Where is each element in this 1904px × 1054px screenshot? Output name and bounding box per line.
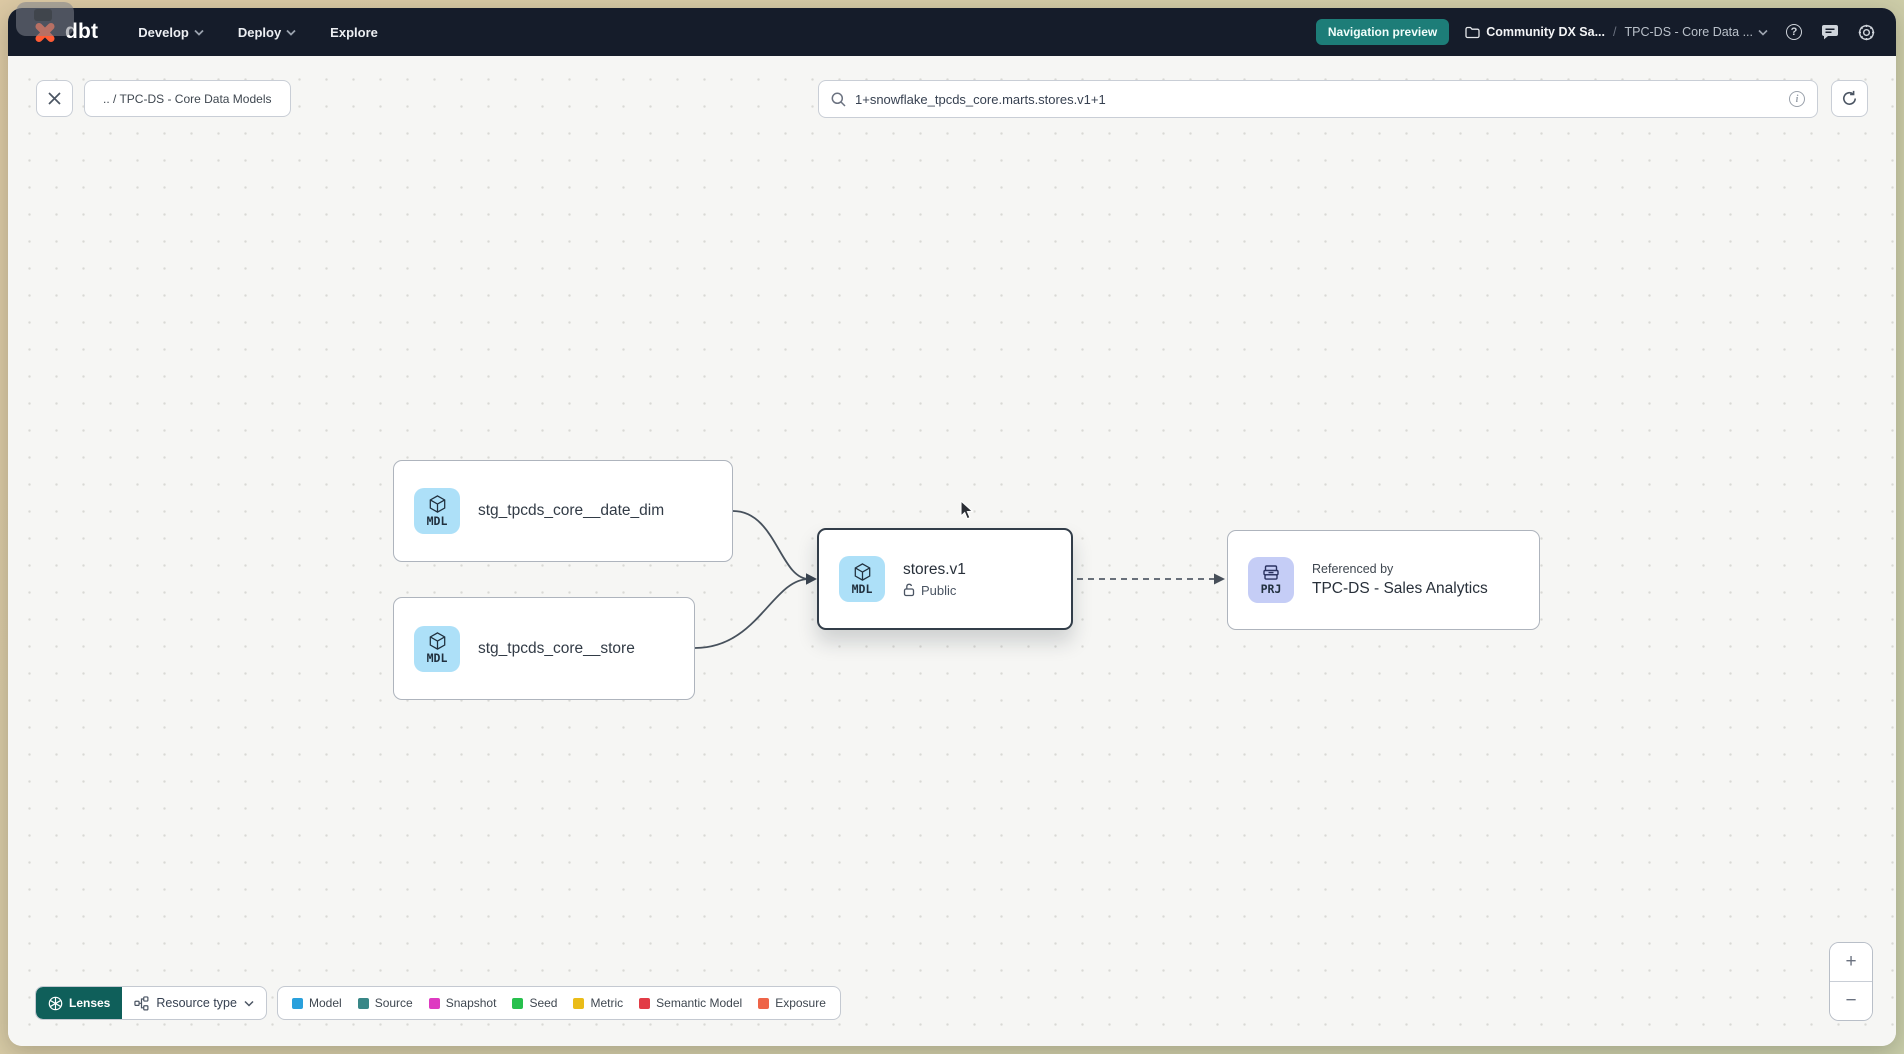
search-icon [831,92,846,107]
legend-metric: Metric [573,996,623,1010]
breadcrumb: Community DX Sa... / TPC-DS - Core Data … [1465,25,1768,39]
zoom-in-button[interactable]: + [1830,943,1872,981]
resource-graph-icon [134,995,149,1010]
settings-gear-icon[interactable] [1856,22,1876,42]
view-controls: Lenses Resource type [35,986,267,1020]
model-badge: MDL [414,625,460,672]
breadcrumb-separator: / [1613,25,1617,39]
node-caption: Referenced by [1312,562,1394,576]
lineage-edges [694,510,1225,649]
lock-open-icon [903,583,915,597]
project-badge: PRJ [1248,557,1294,603]
node-access: Public [903,583,966,598]
legend-exposure: Exposure [758,996,826,1010]
refresh-button[interactable] [1831,80,1868,117]
cube-icon [429,632,445,650]
info-icon[interactable]: i [1789,91,1805,107]
node-stg-tpcds-core-store[interactable]: MDL stg_tpcds_core__store [393,597,695,700]
chevron-down-icon [194,29,204,36]
screen-capture-overlay-artifact [16,2,74,36]
menu-explore[interactable]: Explore [330,24,378,40]
node-label: stores.v1 [903,560,966,578]
search-input[interactable] [855,91,1780,107]
model-badge: MDL [839,556,885,602]
zoom-controls: + − [1829,942,1873,1021]
lens-icon [48,996,63,1010]
model-badge: MDL [414,488,460,534]
legend-snapshot: Snapshot [428,996,496,1010]
legend-semantic-model: Semantic Model [639,996,742,1010]
node-label: stg_tpcds_core__date_dim [478,502,665,519]
cube-icon [854,562,870,581]
refresh-icon [1843,90,1856,105]
chevron-down-icon [1758,29,1768,36]
close-button[interactable] [36,80,73,117]
node-referenced-by-sales-analytics[interactable]: PRJ Referenced by TPC-DS - Sales Analyti… [1227,530,1540,630]
menu-develop[interactable]: Develop [138,25,204,40]
archive-stack-icon [1263,565,1279,580]
legend-seed: Seed [512,996,557,1010]
parent-path-chip[interactable]: .. / TPC-DS - Core Data Models [84,80,291,117]
resource-type-dropdown[interactable]: Resource type [122,987,266,1019]
close-icon [48,92,61,105]
cube-icon [429,494,445,513]
breadcrumb-project[interactable]: Community DX Sa... [1465,25,1605,39]
help-icon[interactable]: ? [1784,22,1804,42]
breadcrumb-page[interactable]: TPC-DS - Core Data ... [1625,25,1769,39]
node-stores-v1[interactable]: MDL stores.v1 Public [817,528,1073,630]
lenses-button[interactable]: Lenses [36,987,123,1019]
folder-icon [1465,26,1480,38]
legend-source: Source [357,996,413,1010]
legend-model: Model [292,996,342,1010]
node-stg-tpcds-core-date-dim[interactable]: MDL stg_tpcds_core__date_dim [393,460,733,562]
menu-deploy[interactable]: Deploy [238,25,296,40]
node-label: stg_tpcds_core__store [478,639,635,657]
navbar-right: Navigation preview Community DX Sa... / … [1315,19,1876,45]
app-window: dbt Develop Deploy Explore Navigation pr… [8,8,1896,1046]
zoom-out-button[interactable]: − [1830,982,1872,1020]
lineage-canvas[interactable]: .. / TPC-DS - Core Data Models i MDL stg… [8,56,1896,1046]
main-menu: Develop Deploy Explore [138,25,378,40]
chevron-down-icon [244,1000,254,1007]
chevron-down-icon [286,29,296,36]
top-navbar: dbt Develop Deploy Explore Navigation pr… [8,8,1896,56]
mouse-cursor [960,500,974,520]
lineage-search: i [818,80,1818,118]
resource-legend: Model Source Snapshot Seed Metric Semant… [277,986,841,1020]
navigation-preview-badge[interactable]: Navigation preview [1315,19,1450,45]
node-label: TPC-DS - Sales Analytics [1312,580,1488,597]
feedback-icon[interactable] [1820,22,1840,42]
